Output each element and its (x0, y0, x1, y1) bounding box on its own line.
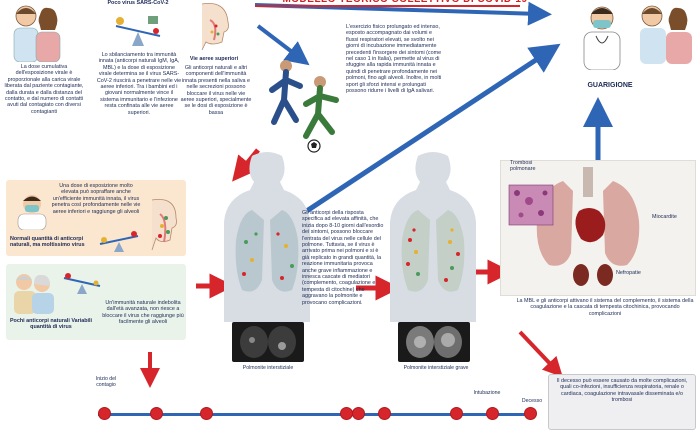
runners-illustration (262, 56, 346, 154)
high-exposure-text: Una dose di esposizione molto elevata pu… (51, 183, 141, 215)
doctor-illustration (578, 0, 626, 70)
specific-antibodies-text: Gli anticorpi della risposta specifica a… (302, 210, 384, 306)
weak-immunity-text: Un'immunità naturale indebolita dall'età… (102, 300, 184, 326)
interstitial-pneumonia-label: Polmonite interstiziale (242, 365, 294, 371)
upper-airways-title: Vie aeree superiori (189, 56, 239, 62)
timeline-dot (352, 407, 365, 420)
death-panel (548, 374, 696, 430)
lung-silhouette-right (388, 150, 478, 322)
head-virus-illustration (142, 196, 182, 252)
timeline-dot (450, 407, 463, 420)
timeline-dot (486, 407, 499, 420)
elderly-couple-illustration (10, 270, 56, 314)
thrombosis-label: Trombosi polmonare (510, 160, 536, 173)
complications-organs-panel (500, 160, 696, 296)
ct-scan-left (232, 322, 304, 362)
exposure-dose-text: La dose cumulativa dell'esposizione vira… (4, 64, 84, 115)
page-title: MODELLO TEORICO COLLETTIVO DI COVID-19 (255, 0, 555, 8)
complement-text: La MBL e gli anticorpi attivano il siste… (516, 298, 694, 317)
severe-pneumonia-label: Polmonite interstiziale grave (403, 365, 469, 371)
exercise-text: L'esercizio fisico prolungato ed intenso… (346, 24, 442, 95)
arrow-center-to-healing (288, 43, 561, 225)
low-virus-title: Poco virus SARS-CoV-2 (107, 0, 169, 6)
timeline-death-label: Decesso (521, 398, 543, 404)
arrow-to-death (518, 330, 563, 378)
couple-illustration (8, 0, 64, 62)
timeline-dot (150, 407, 163, 420)
timeline-dot (98, 407, 111, 420)
arrow-to-exercise (256, 24, 310, 66)
lung-silhouette-left (222, 150, 312, 322)
upper-airways-text: Gli anticorpi naturali e altri component… (180, 65, 252, 116)
ct-scan-right (398, 322, 470, 362)
timeline-line (98, 413, 532, 416)
timeline-dot (378, 407, 391, 420)
balance-text: Lo sbilanciamento tra immunità innata (a… (96, 52, 182, 116)
balance-illustration (110, 12, 166, 48)
healed-couple-illustration (632, 0, 698, 64)
timeline-intubation-label: Intubazione (473, 390, 501, 396)
head-airways-illustration (182, 0, 240, 52)
doctor-mask-illustration (12, 190, 52, 230)
timeline-start-label: Inizio del contagio (95, 376, 117, 388)
balance-weak-illustration (62, 272, 102, 296)
death-text: Il decesso può essere causato da molte c… (556, 378, 688, 404)
few-antibodies-label: Pochi anticorpi naturali Variabili quant… (9, 318, 93, 331)
timeline-dot (524, 407, 537, 420)
nephropathy-label: Nefropatie (616, 270, 641, 276)
myocarditis-label: Miocardite (652, 214, 677, 220)
timeline-dot (200, 407, 213, 420)
arrow-exercise-down (232, 148, 260, 182)
normal-antibodies-label: Normali quantità di anticorpi naturali, … (10, 236, 85, 249)
healing-label: GUARIGIONE (587, 82, 633, 89)
balance-high-illustration (96, 230, 142, 254)
